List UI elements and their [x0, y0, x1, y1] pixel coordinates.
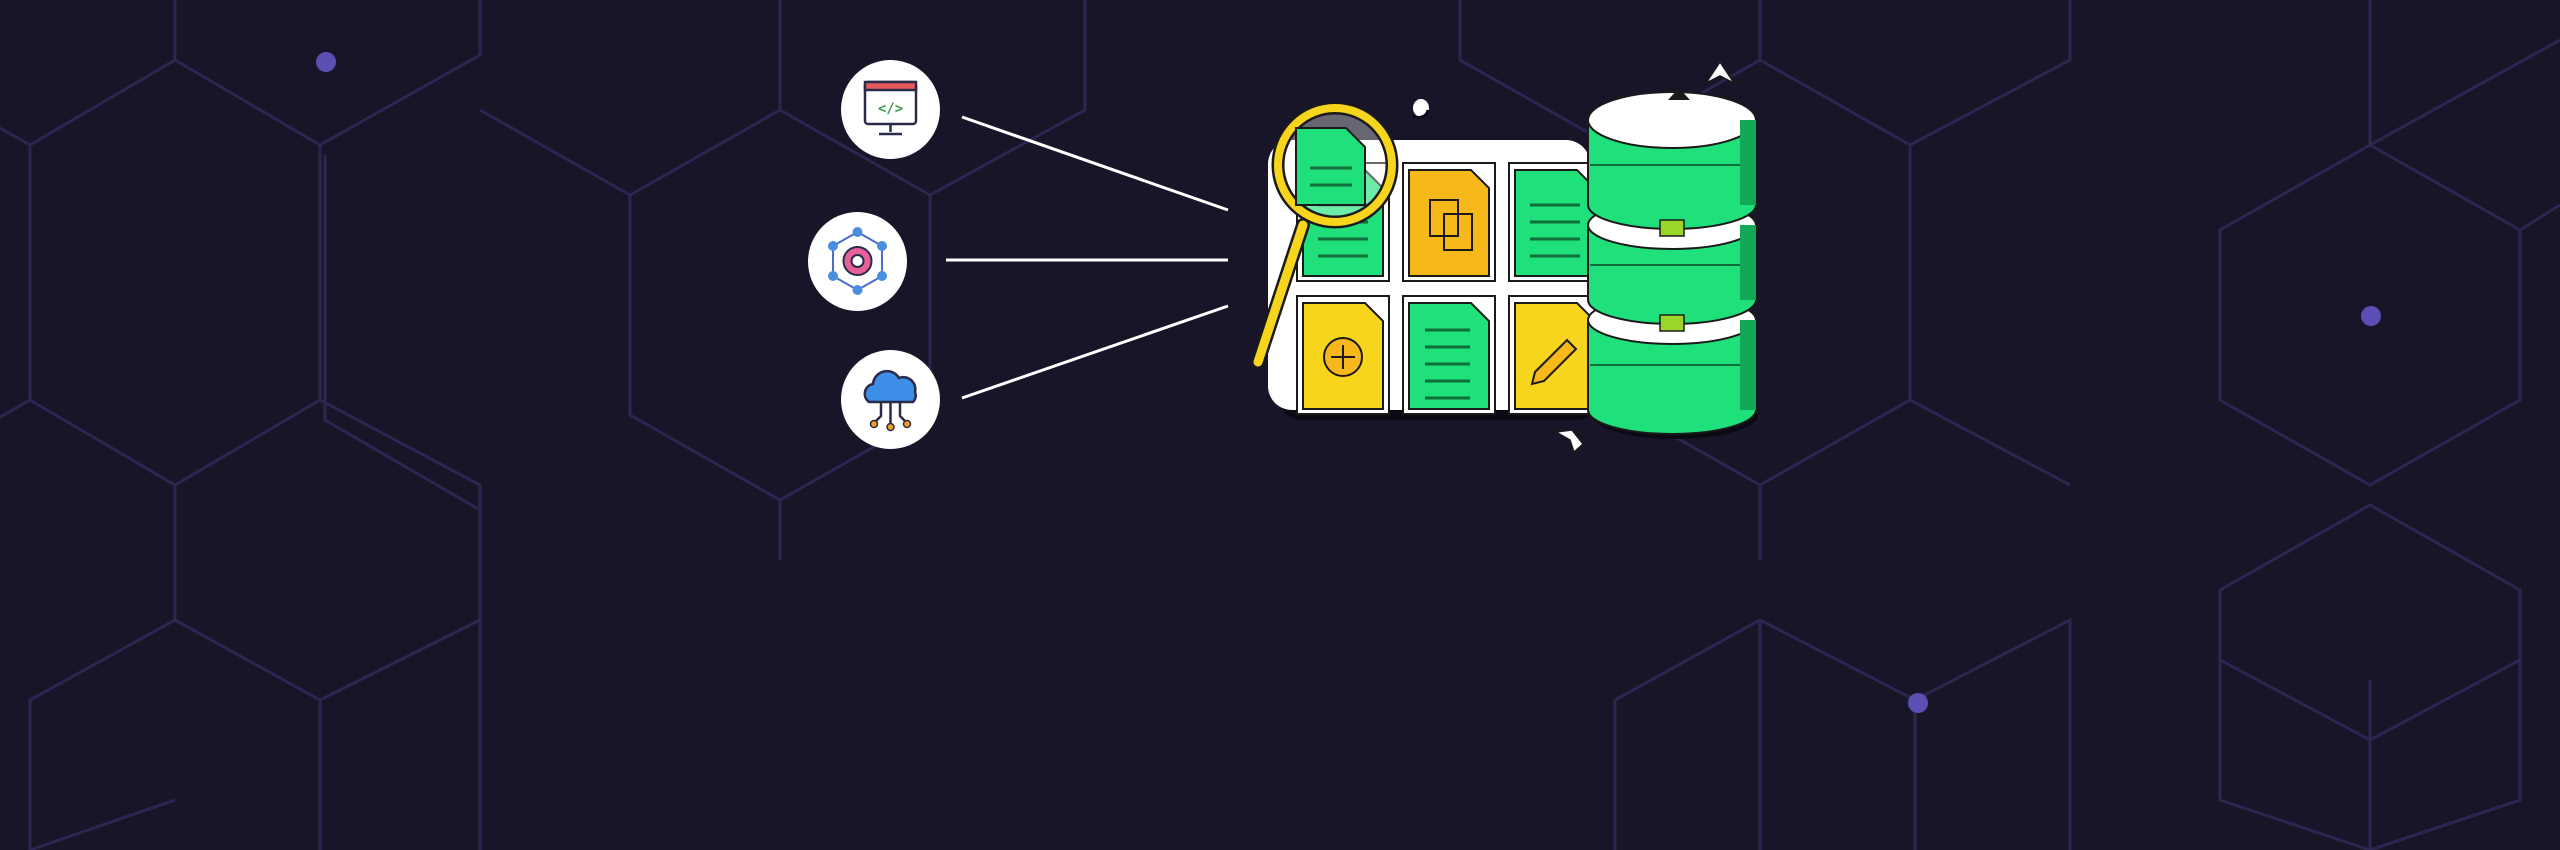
source-icon-cloud: [841, 350, 940, 449]
source-icon-code: </>: [841, 60, 940, 159]
cloud-computing-icon: [863, 369, 917, 432]
database-stack-icon: [1587, 88, 1758, 439]
document-card: [1508, 295, 1602, 415]
document-card: [1508, 162, 1602, 282]
add-circle-icon: [1323, 337, 1363, 377]
svg-text:</>: </>: [878, 101, 903, 117]
document-card: [1402, 162, 1496, 282]
copy-icon: [1429, 199, 1473, 251]
document-card: [1296, 295, 1390, 415]
source-icon-network: [808, 212, 907, 311]
magnifying-glass-icon: [1251, 101, 1399, 369]
connector-lines: [946, 115, 1229, 400]
network-nodes: [316, 52, 2381, 713]
code-window-icon: </>: [863, 80, 918, 136]
decorative-shapes: [1411, 60, 1737, 454]
document-card: [1402, 295, 1496, 415]
network-gear-icon: [828, 227, 887, 295]
pencil-icon: [1530, 338, 1578, 386]
documents-grid: [1296, 162, 1602, 415]
